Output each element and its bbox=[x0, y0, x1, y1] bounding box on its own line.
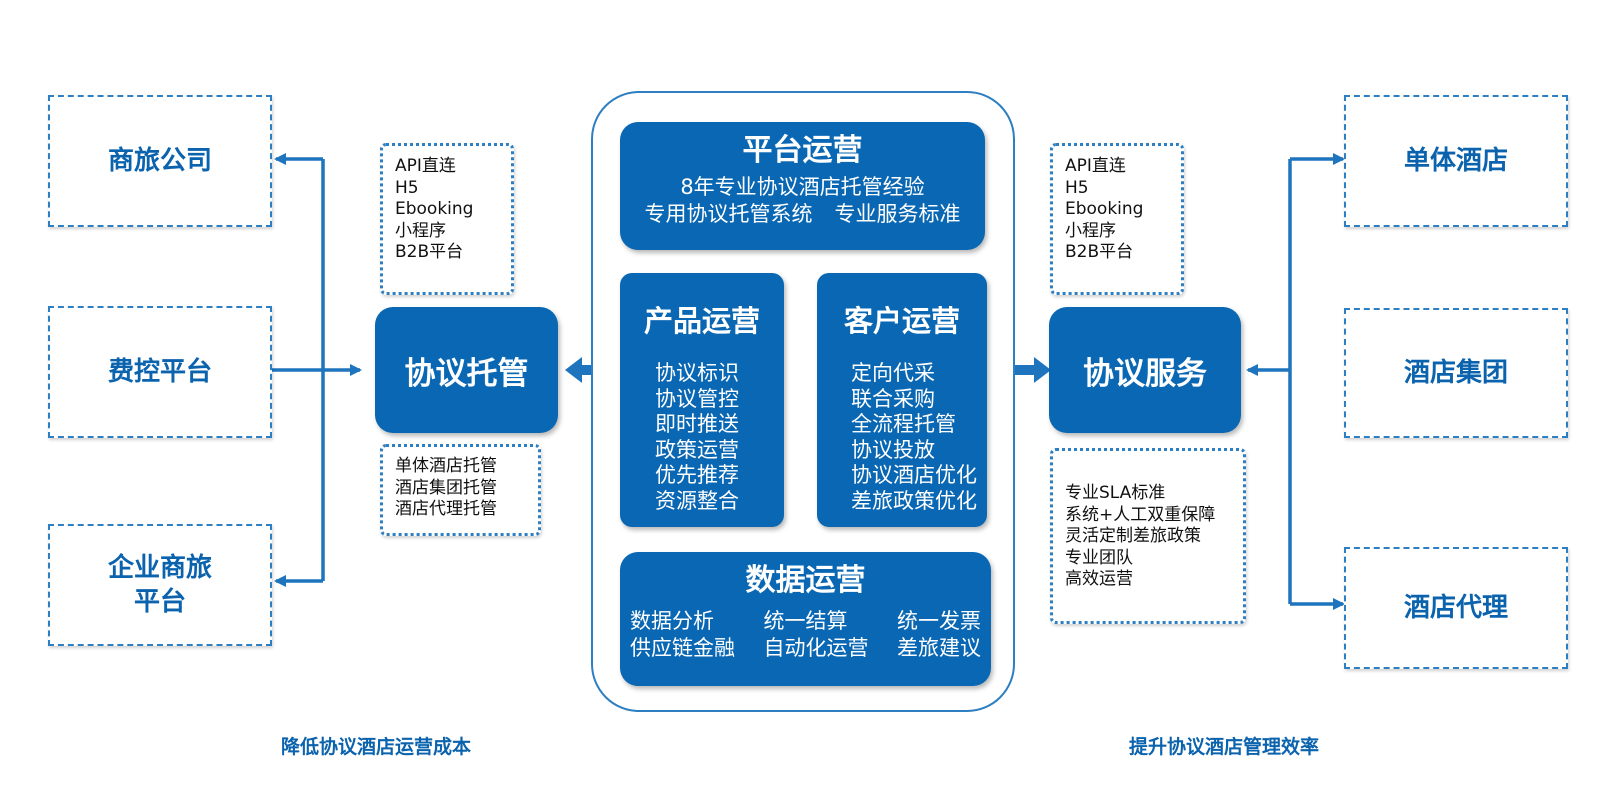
channel-item: Ebooking bbox=[1065, 199, 1144, 219]
channel-item: 小程序 bbox=[1065, 220, 1116, 241]
data-operations-panel: 数据运营 数据分析 统一结算 统一发票 供应链金融 自动化运营 差旅建议 bbox=[620, 552, 991, 686]
product-item: 政策运营 bbox=[655, 437, 739, 462]
target-shanglv-company: 商旅公司 bbox=[48, 95, 272, 227]
channel-item: H5 bbox=[395, 177, 419, 198]
data-item: 统一结算 bbox=[763, 609, 848, 633]
target-hotel-group: 酒店集团 bbox=[1344, 308, 1568, 438]
data-item: 自动化运营 bbox=[763, 636, 869, 660]
platform-operations-panel: 平台运营 8年专业协议酒店托管经验 专用协议托管系统 专业服务标准 bbox=[620, 122, 985, 250]
customer-item: 全流程托管 bbox=[851, 412, 956, 436]
right-features-box: 专业SLA标准 系统+人工双重保障 灵活定制差旅政策 专业团队 高效运营 bbox=[1050, 448, 1246, 624]
right-footer-caption: 提升协议酒店管理效率 bbox=[1129, 736, 1320, 758]
customer-item: 协议投放 bbox=[851, 437, 935, 462]
customer-operations-panel: 客户运营 定向代采 联合采购 全流程托管 协议投放 协议酒店优化 差旅政策优化 bbox=[817, 273, 987, 527]
platform-experience-text: 8年专业协议酒店托管经验 bbox=[680, 175, 925, 199]
channel-item: API直连 bbox=[1065, 156, 1126, 176]
left-footer-caption: 降低协议酒店运营成本 bbox=[281, 736, 472, 758]
data-item: 数据分析 bbox=[630, 609, 714, 633]
target-hotel-agency: 酒店代理 bbox=[1344, 547, 1568, 669]
feature-item: 专业团队 bbox=[1065, 547, 1133, 568]
left-modes-box: 单体酒店托管 酒店集团托管 酒店代理托管 bbox=[380, 444, 541, 536]
feature-item: 高效运营 bbox=[1065, 569, 1133, 589]
customer-operations-title: 客户运营 bbox=[843, 304, 960, 338]
customer-item: 定向代采 bbox=[851, 361, 935, 385]
data-operations-title: 数据运营 bbox=[745, 563, 866, 598]
product-item: 协议标识 bbox=[655, 361, 739, 385]
channel-item: H5 bbox=[1065, 177, 1089, 198]
platform-standard-text: 专业服务标准 bbox=[834, 202, 961, 226]
channel-item: Ebooking bbox=[395, 199, 474, 219]
mode-item: 酒店代理托管 bbox=[395, 499, 497, 519]
customer-item: 联合采购 bbox=[851, 386, 935, 411]
channel-item: 小程序 bbox=[395, 220, 446, 241]
right-channels-box: API直连 H5 Ebooking 小程序 B2B平台 bbox=[1050, 143, 1184, 295]
product-item: 即时推送 bbox=[655, 412, 739, 436]
target-enterprise-travel-platform: 企业商旅 平台 bbox=[48, 524, 272, 646]
target-feikong-platform: 费控平台 bbox=[48, 306, 272, 438]
data-item: 差旅建议 bbox=[897, 636, 981, 660]
product-item: 优先推荐 bbox=[655, 463, 739, 487]
product-item: 资源整合 bbox=[655, 488, 739, 513]
customer-item: 协议酒店优化 bbox=[851, 463, 977, 487]
product-operations-title: 产品运营 bbox=[643, 304, 760, 338]
channel-item: API直连 bbox=[395, 156, 456, 176]
product-item: 协议管控 bbox=[655, 386, 739, 411]
product-operations-panel: 产品运营 协议标识 协议管控 即时推送 政策运营 优先推荐 资源整合 bbox=[620, 273, 784, 527]
channel-item: B2B平台 bbox=[1065, 242, 1134, 262]
mode-item: 酒店集团托管 bbox=[395, 477, 497, 498]
feature-item: 系统+人工双重保障 bbox=[1065, 504, 1216, 525]
feature-item: 灵活定制差旅政策 bbox=[1065, 526, 1201, 546]
hub-xieyi-tuoguan: 协议托管 bbox=[375, 307, 558, 433]
left-channels-box: API直连 H5 Ebooking 小程序 B2B平台 bbox=[380, 143, 514, 295]
platform-operations-title: 平台运营 bbox=[742, 133, 863, 168]
platform-system-text: 专用协议托管系统 bbox=[644, 202, 813, 226]
feature-item: 专业SLA标准 bbox=[1065, 483, 1166, 503]
data-item: 供应链金融 bbox=[630, 636, 735, 660]
customer-item: 差旅政策优化 bbox=[851, 488, 977, 513]
data-item: 统一发票 bbox=[897, 609, 981, 633]
hub-xieyi-fuwu: 协议服务 bbox=[1049, 307, 1241, 433]
channel-item: B2B平台 bbox=[395, 242, 464, 262]
target-single-hotel: 单体酒店 bbox=[1344, 95, 1568, 227]
mode-item: 单体酒店托管 bbox=[395, 456, 497, 476]
